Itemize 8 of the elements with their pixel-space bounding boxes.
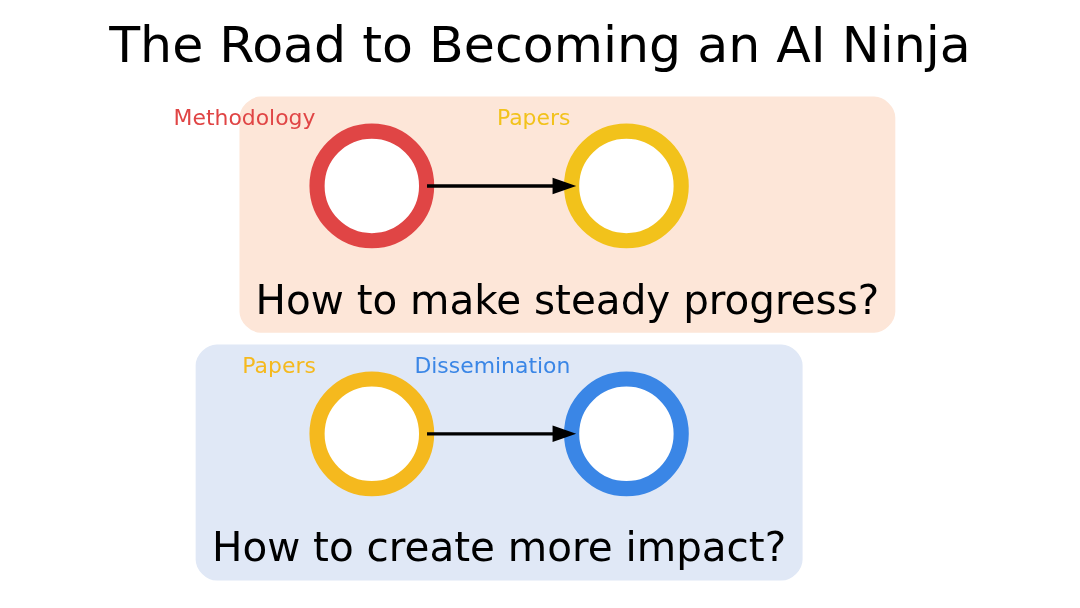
node-label: Papers — [242, 352, 316, 378]
node-label: Papers — [496, 105, 571, 131]
diagram-title: The Road to Becoming an AI Ninja — [109, 15, 971, 75]
node-circle — [564, 371, 689, 497]
node-label: Methodology — [173, 105, 316, 131]
arrow — [427, 425, 577, 443]
node-label: Dissemination — [414, 352, 571, 378]
arrow — [427, 177, 577, 195]
